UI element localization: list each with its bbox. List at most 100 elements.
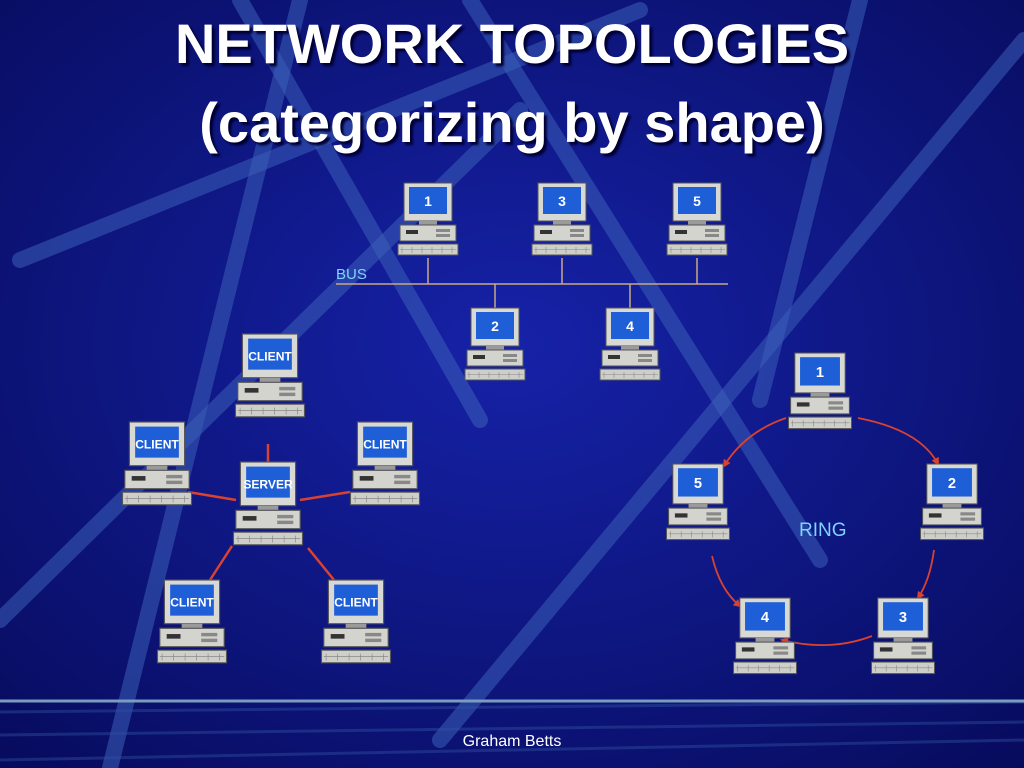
ring-label: RING (799, 520, 847, 541)
system-unit-icon (922, 507, 982, 526)
screen (334, 584, 378, 616)
star-link (208, 545, 234, 581)
ring-computer-3: 3 (870, 597, 936, 675)
screen (883, 602, 923, 631)
computer-label: 4 (626, 318, 634, 334)
drive-slot (638, 359, 652, 362)
computer-label: 1 (424, 193, 432, 209)
star-client-1: CLIENT (234, 333, 306, 418)
monitor-neck (755, 637, 775, 643)
slide-title: NETWORK TOPOLOGIES (174, 12, 850, 75)
ring-link-1-2 (857, 417, 939, 466)
ring-computer-1: 1 (787, 352, 853, 430)
drive-slot (706, 512, 722, 516)
screen (409, 187, 447, 214)
monitor-neck (486, 346, 504, 350)
computer-label: 3 (558, 193, 566, 209)
drive-slot (279, 392, 296, 397)
drive-slot (365, 632, 382, 637)
ring-topology-links (711, 417, 939, 647)
drive-bay (406, 230, 418, 234)
drive-slot (503, 354, 517, 357)
bus-computer-3: 3 (531, 182, 593, 256)
drive-slot (773, 646, 789, 650)
screen (476, 312, 514, 339)
computer-label: 5 (693, 193, 701, 209)
monitor-neck (553, 221, 571, 225)
screen (363, 426, 407, 458)
star-client-3: CLIENT (349, 421, 421, 506)
monitor-neck (621, 346, 639, 350)
system-unit-icon (352, 469, 418, 490)
drive-slot (773, 651, 789, 655)
drive-slot (570, 229, 584, 232)
monitor-neck (688, 221, 706, 225)
star-client-2: CLIENT (121, 421, 193, 506)
ring-link-3-4 (780, 635, 873, 647)
drive-bay (741, 647, 755, 652)
drive-bay (131, 476, 146, 481)
monitor-neck (810, 392, 830, 398)
computer-label: SERVER (243, 477, 293, 491)
computer-label: CLIENT (334, 595, 378, 609)
computer-label: 5 (694, 476, 702, 492)
footer-streak (0, 700, 1024, 714)
ring-computer-4: 4 (732, 597, 798, 675)
computer-label: CLIENT (248, 349, 292, 363)
screen (932, 468, 972, 497)
screen (248, 338, 292, 370)
drive-slot (394, 474, 411, 479)
drive-bay (608, 355, 620, 359)
drive-slot (960, 512, 976, 516)
screen (543, 187, 581, 214)
screen (246, 466, 290, 498)
ring-link-4-5 (711, 555, 742, 608)
drive-slot (503, 359, 517, 362)
background-streak (462, 0, 828, 568)
background-streak (102, 0, 308, 768)
drive-slot (201, 632, 218, 637)
monitor-neck (374, 465, 396, 471)
drive-slot (960, 517, 976, 521)
ring-link-5-1 (722, 417, 787, 468)
bus-computer-5: 5 (666, 182, 728, 256)
star-client-5: CLIENT (320, 579, 392, 664)
monitor-neck (257, 505, 279, 511)
background-streak (752, 0, 868, 408)
ring-computer-2: 2 (919, 463, 985, 541)
computer-label: CLIENT (363, 437, 407, 451)
drive-bay (330, 634, 345, 639)
star-server: SERVER (232, 461, 304, 546)
drive-slot (570, 234, 584, 237)
drive-slot (911, 651, 927, 655)
bus-computer-4: 4 (599, 307, 661, 381)
system-unit-icon (735, 641, 795, 660)
drive-slot (277, 514, 294, 519)
drive-bay (675, 230, 687, 234)
bus-label: BUS (336, 266, 367, 283)
computer-label: 2 (491, 318, 499, 334)
drive-slot (705, 234, 719, 237)
drive-slot (638, 354, 652, 357)
star-topology-links (187, 444, 351, 581)
ring-computer-5: 5 (665, 463, 731, 541)
footer-streak (0, 720, 1024, 737)
monitor-neck (146, 465, 168, 471)
drive-bay (359, 476, 374, 481)
screen (611, 312, 649, 339)
drive-slot (166, 474, 183, 479)
drive-slot (166, 480, 183, 485)
drive-slot (911, 646, 927, 650)
screen (678, 187, 716, 214)
background-streak (432, 32, 1024, 748)
computer-label: 2 (948, 476, 956, 492)
screen (170, 584, 214, 616)
drive-slot (828, 406, 844, 410)
computer-label: 3 (899, 610, 907, 626)
system-unit-icon (668, 507, 728, 526)
drive-slot (365, 638, 382, 643)
drive-bay (879, 647, 893, 652)
monitor-neck (345, 623, 367, 629)
monitor-neck (259, 377, 281, 383)
